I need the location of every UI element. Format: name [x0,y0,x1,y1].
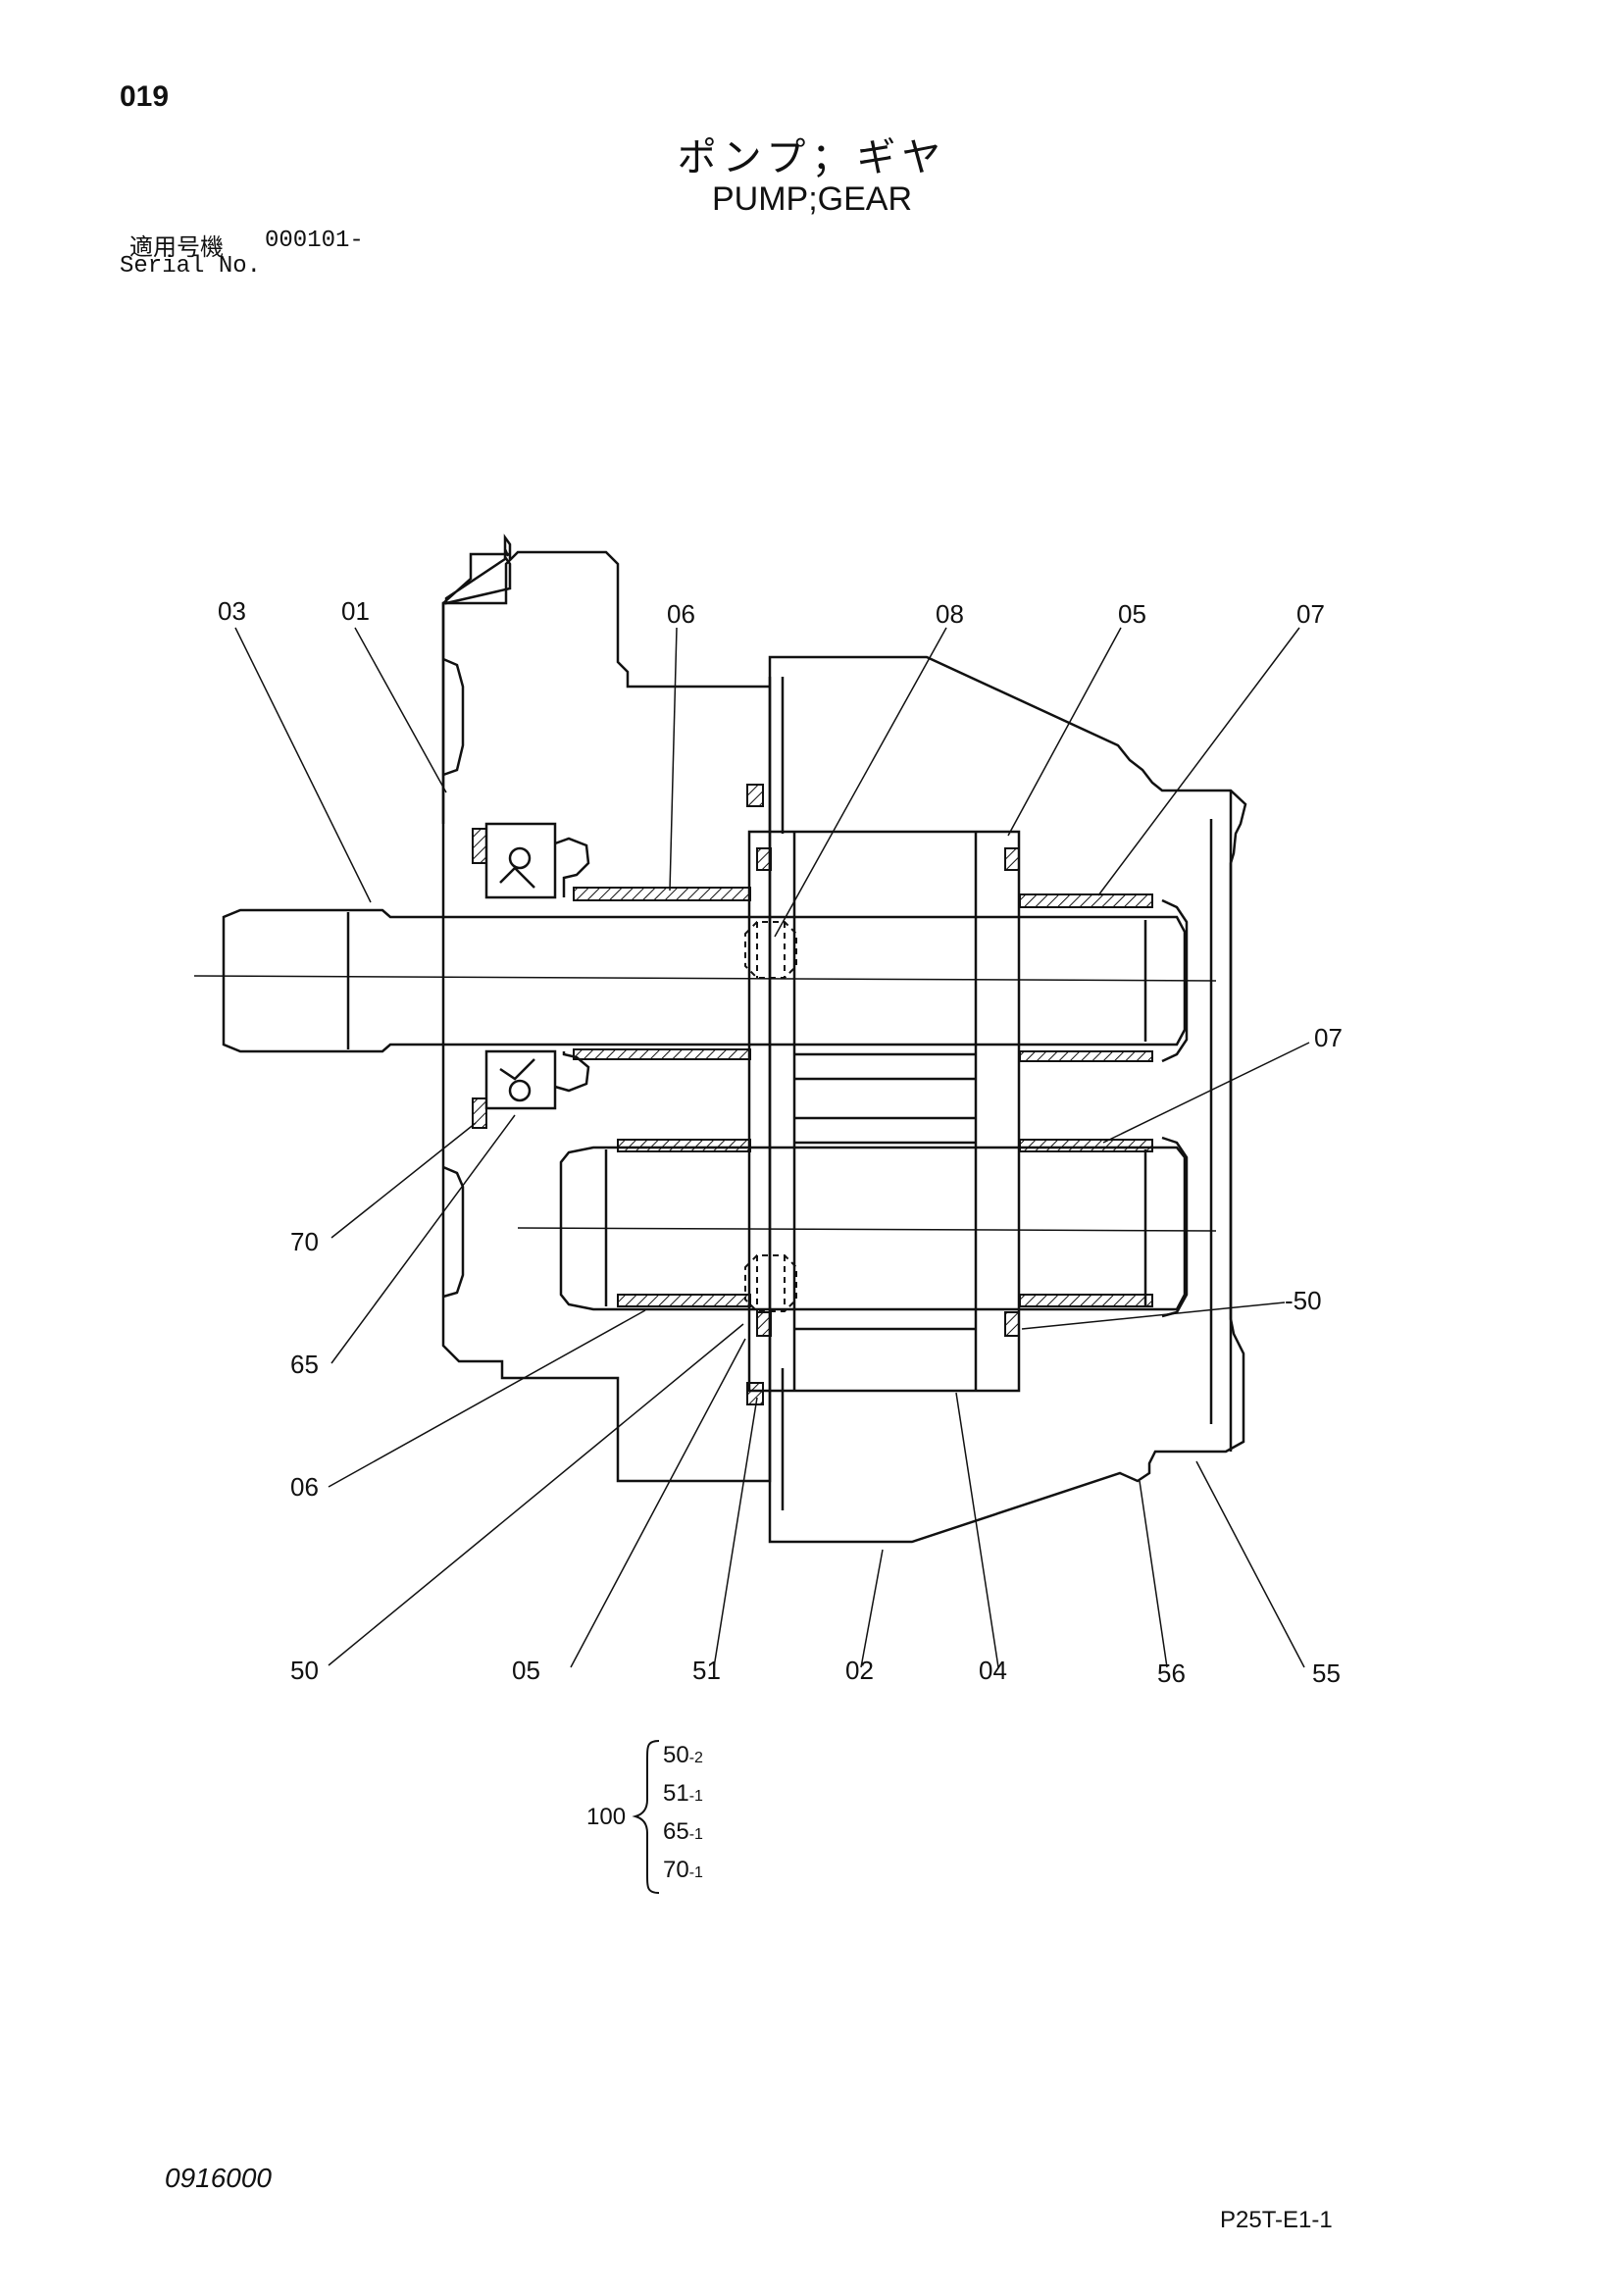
callout-50-bottom: 50 [290,1656,319,1685]
callout-03: 03 [218,596,246,626]
driven-shaft [559,1136,1189,1318]
seal-rings [472,784,1020,1405]
callout-51: 51 [692,1656,721,1685]
callout-65: 65 [290,1350,319,1379]
oil-seal-bearing [484,822,590,1110]
callout-50-right: -50 [1285,1286,1322,1315]
callout-05-bottom: 05 [512,1656,540,1685]
serial-value: 000101- [265,228,364,254]
kit-item-4: 70-1 [663,1857,703,1883]
callout-04: 04 [979,1656,1007,1685]
callout-70: 70 [290,1227,319,1256]
callout-07-top: 07 [1296,599,1325,629]
gear-pair [747,830,1021,1393]
title-japanese: ポンプ；ギヤ [677,135,947,180]
main-body-outline [768,655,1247,1544]
sheet-code: P25T-E1-1 [1220,2207,1333,2233]
center-lines [193,975,1217,1232]
title-english: PUMP;GEAR [711,180,913,218]
bushings [573,887,1153,1307]
leader-lines [234,627,1310,1668]
kit-breakdown: 100 50-2 51-1 65-1 70-1 [586,1740,703,1894]
callout-08: 08 [936,599,964,629]
callout-07-mid: 07 [1314,1023,1343,1052]
document-code: 0916000 [165,2163,273,2193]
callout-56: 56 [1157,1658,1186,1688]
callout-55: 55 [1312,1658,1341,1688]
kit-item-1: 50-2 [663,1742,703,1768]
gear-keys [744,921,797,1312]
callout-02: 02 [845,1656,874,1685]
kit-item-3: 65-1 [663,1818,703,1845]
callout-06-top: 06 [667,599,695,629]
callout-05-top: 05 [1118,599,1146,629]
kit-item-2: 51-1 [663,1780,703,1807]
callout-labels: 03 01 06 08 05 07 07 -50 70 65 06 50 05 … [218,596,1343,1688]
serial-label-english: Serial No. [120,253,262,280]
callout-01: 01 [341,596,370,626]
drive-shaft [222,898,1189,1063]
serial-label-japanese: 適用号機 [129,233,224,261]
kit-number: 100 [586,1804,626,1830]
page-number: 019 [120,80,170,113]
front-cover-outline [441,534,512,824]
callout-06-bottom: 06 [290,1472,319,1502]
kit-brace [632,1740,660,1894]
pump-housing [441,534,1247,1544]
front-cover-bosses [442,657,465,1299]
